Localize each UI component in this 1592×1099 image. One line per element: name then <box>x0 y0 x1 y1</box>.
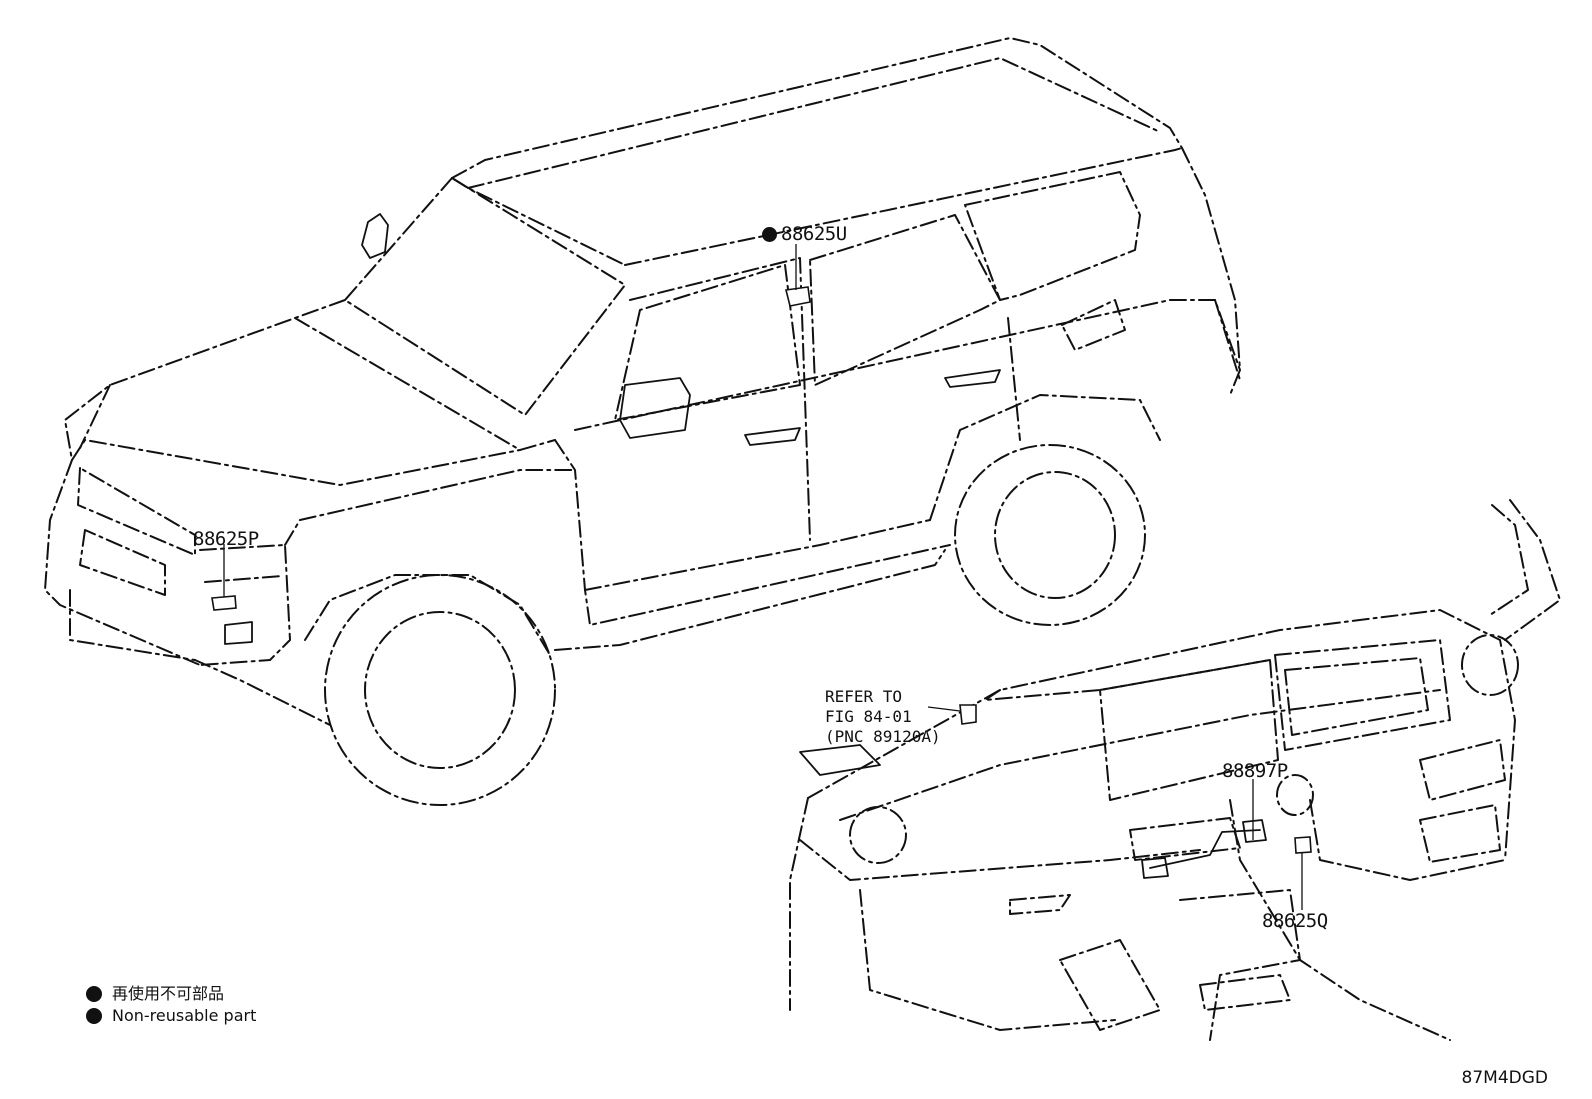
callout-88625p: 88625P <box>193 528 259 550</box>
legend-en: Non-reusable part <box>86 1006 256 1025</box>
vehicle-outline <box>44 37 1241 806</box>
legend-dot-icon <box>86 986 102 1002</box>
part-89120a-marker <box>927 704 977 725</box>
callout-88625u: 88625U <box>762 225 847 244</box>
reference-line-2: FIG 84-01 <box>825 707 912 726</box>
part-88625u-marker <box>785 244 811 307</box>
legend-jp-text: 再使用不可部品 <box>112 984 225 1003</box>
callout-88625u-number: 88625U <box>781 223 847 245</box>
callout-88897p: 88897P <box>1222 760 1288 782</box>
legend-en-text: Non-reusable part <box>112 1006 257 1025</box>
diagram-code: 87M4DGD <box>1461 1068 1548 1088</box>
non-reusable-dot-icon <box>762 227 777 242</box>
reference-note: REFER TO FIG 84-01 (PNC 89120A) <box>825 687 941 747</box>
dashboard-outline <box>789 499 1561 1041</box>
legend-dot-icon <box>86 1008 102 1024</box>
part-88625p-marker <box>211 544 237 611</box>
legend-jp: 再使用不可部品 <box>86 980 224 1004</box>
part-88625q-marker <box>1294 836 1312 910</box>
reference-line-3: (PNC 89120A) <box>825 727 941 746</box>
callout-88625q: 88625Q <box>1262 910 1328 932</box>
reference-line-1: REFER TO <box>825 687 903 706</box>
